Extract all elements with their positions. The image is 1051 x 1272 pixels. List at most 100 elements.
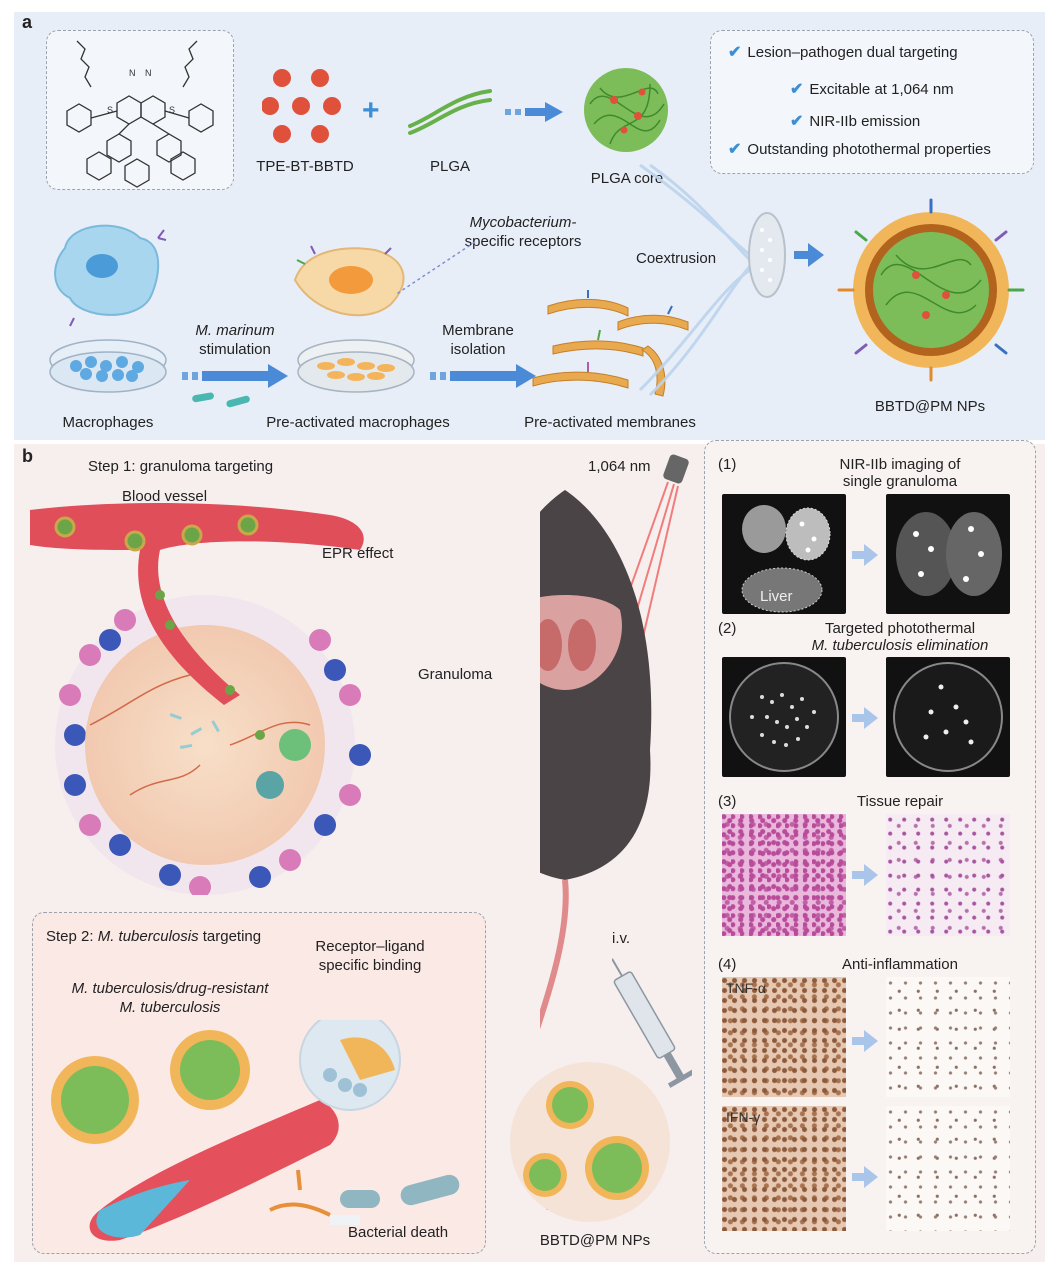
panel-b-label: b [22, 446, 33, 466]
petri-dish-icon [49, 339, 167, 393]
iv-label: i.v. [612, 930, 631, 947]
bbtd-pm-nanoparticle-icon [837, 198, 1025, 382]
petri-dish-activated-icon [297, 339, 415, 393]
result4-title: Anti-inflammation [842, 956, 958, 973]
result2-title-2: M. tuberculosis elimination [811, 637, 989, 654]
isolation-arrow-icon [430, 364, 536, 388]
stimulation-arrow-icon [182, 364, 288, 408]
macrophage-cell-icon [54, 224, 167, 327]
ifn-label: IFN-γ [726, 1109, 761, 1125]
molecule-structure-box: N N S S [46, 30, 234, 190]
nir-imaging-before-image [722, 494, 846, 614]
arrow-icon [852, 864, 878, 886]
step2-suffix: targeting [198, 928, 262, 945]
check-icon: ✔ [790, 81, 804, 98]
coextrusion-flow-lines [638, 163, 752, 397]
feature-item-3: ✔ NIR-IIb emission [790, 111, 920, 131]
pre-membranes-label: Pre-activated membranes [524, 414, 696, 431]
colony-plate-after-image [886, 657, 1010, 777]
panel-a-label: a [22, 12, 33, 32]
arrow-icon [852, 1030, 878, 1052]
check-icon: ✔ [728, 141, 742, 158]
stimulation-label: stimulation [199, 341, 271, 358]
tnf-before-image [722, 977, 846, 1097]
receptor-pointer-line [394, 241, 476, 296]
plus-icon: + [362, 94, 380, 127]
receptors-label-2: specific receptors [464, 233, 582, 250]
extrusion-membrane-filter-icon [748, 212, 786, 298]
feature-item-4: ✔ Outstanding photothermal properties [728, 139, 991, 159]
liver-label: Liver [760, 588, 793, 605]
result3-title: Tissue repair [856, 793, 944, 810]
svg-text:N: N [129, 68, 136, 78]
step2-label: Step 2: M. tuberculosis targeting [46, 928, 261, 945]
step2-italic: M. tuberculosis [97, 928, 199, 945]
tissue-before-image [722, 814, 846, 936]
tnf-after-image [886, 977, 1010, 1097]
macrophages-label: Macrophages [62, 414, 154, 431]
svg-text:N: N [145, 68, 152, 78]
binding-label-1: Receptor–ligand [315, 938, 425, 955]
arrow-icon [852, 544, 878, 566]
result1-number: (1) [718, 456, 737, 473]
result2-number: (2) [718, 620, 737, 637]
step1-label: Step 1: granuloma targeting [88, 458, 274, 475]
colony-plate-before-image [722, 657, 846, 777]
result2-title-1: Targeted photothermal [824, 620, 976, 637]
ifn-after-image [886, 1106, 1010, 1231]
tissue-after-image [886, 814, 1010, 936]
result4-number: (4) [718, 956, 737, 973]
arrow-icon [505, 102, 563, 122]
granuloma-label: Granuloma [418, 666, 493, 683]
blood-vessel-label: Blood vessel [122, 488, 208, 505]
pre-macrophages-label: Pre-activated macrophages [266, 414, 450, 431]
plga-core-icon [584, 68, 668, 152]
binding-label-2: specific binding [318, 957, 422, 974]
result3-number: (3) [718, 793, 737, 810]
svg-text:S: S [107, 105, 113, 115]
mtb-label-1: M. tuberculosis/drug-resistant [71, 980, 269, 997]
ifn-before-image [722, 1106, 846, 1231]
pre-activated-cell-icon [293, 245, 405, 317]
feature-text: Excitable at 1,064 nm [809, 81, 954, 98]
feature-text: Lesion–pathogen dual targeting [747, 44, 958, 61]
epr-label: EPR effect [322, 545, 394, 562]
isolation-label: isolation [450, 341, 506, 358]
arrow-icon [794, 243, 824, 267]
arrow-icon [852, 707, 878, 729]
granuloma-illustration [30, 503, 371, 895]
arrow-icon [852, 1166, 878, 1188]
mouse-illustration [540, 454, 689, 1210]
coextrusion-label: Coextrusion [636, 250, 717, 267]
m-marinum-label: M. marinum [195, 322, 275, 339]
features-box [710, 30, 1034, 174]
plga-strands-icon [408, 89, 492, 135]
bacterial-death-label: Bacterial death [348, 1224, 449, 1241]
plga-label: PLGA [429, 158, 471, 175]
step2-prefix: Step 2: [46, 928, 98, 945]
nir-imaging-zoom-image [886, 494, 1010, 614]
product-label-b: BBTD@PM NPs [539, 1232, 651, 1249]
product-label-a: BBTD@PM NPs [874, 398, 986, 415]
mtb-targeting-illustration [51, 1020, 460, 1241]
syringe-icon [612, 958, 692, 1088]
feature-item-2: ✔ Excitable at 1,064 nm [790, 79, 954, 99]
membrane-label: Membrane [442, 322, 514, 339]
tpe-label: TPE-BT-BBTD [256, 158, 354, 175]
plga-core-label: PLGA core [590, 170, 664, 187]
feature-item-1: ✔ Lesion–pathogen dual targeting [728, 42, 958, 62]
nanoparticles-bubble-icon [510, 1062, 670, 1222]
check-icon: ✔ [790, 113, 804, 130]
receptors-label-1: Mycobacterium- [469, 214, 577, 231]
molecule-structure-icon: N N S S [66, 40, 214, 188]
mtb-label-2: M. tuberculosis [119, 999, 221, 1016]
result1-title-2: single granuloma [842, 473, 958, 490]
result1-title-1: NIR-IIb imaging of [839, 456, 961, 473]
feature-text: Outstanding photothermal properties [747, 141, 991, 158]
check-icon: ✔ [728, 44, 742, 61]
tnf-label: TNF-α [726, 980, 766, 996]
feature-text: NIR-IIb emission [809, 113, 921, 130]
svg-text:S: S [169, 105, 175, 115]
tpe-nanodots-icon [262, 69, 341, 143]
laser-wavelength-label: 1,064 nm [588, 458, 651, 475]
